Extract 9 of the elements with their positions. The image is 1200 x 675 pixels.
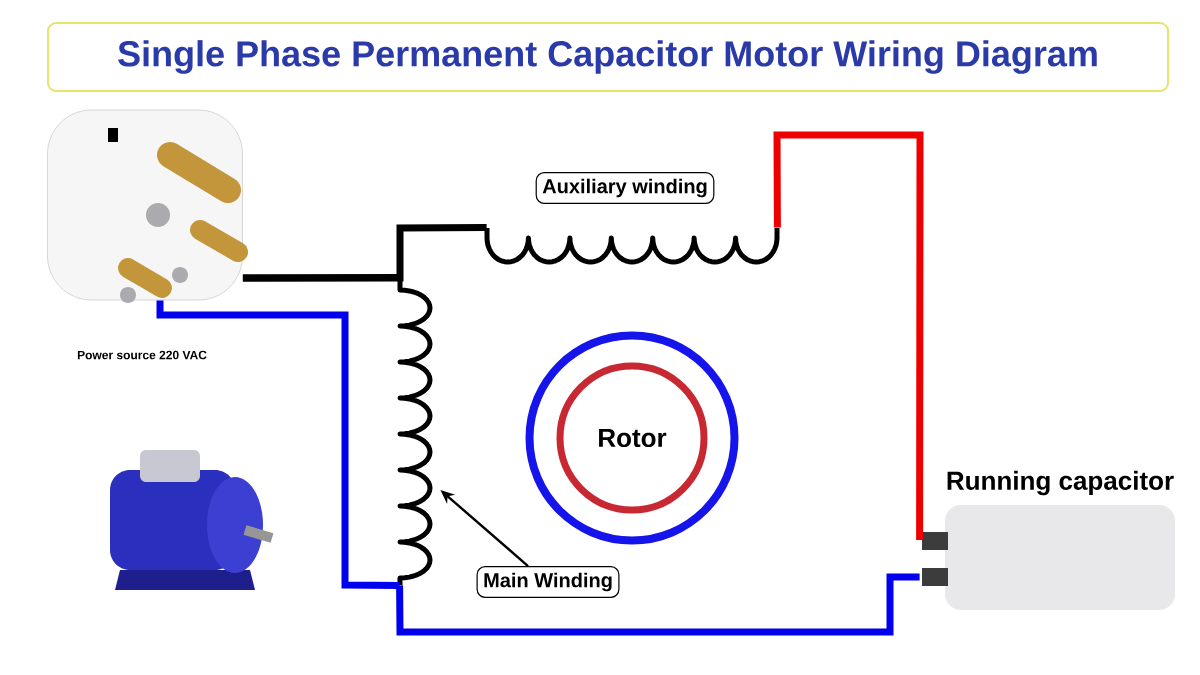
coil [484,228,780,265]
title-box: Single Phase Permanent Capacitor Motor Wiring Diagram [47,22,1169,92]
heading: Running capacitor [947,470,1174,496]
node-label: Power source 220 VAC [77,350,207,360]
label-box: Main Winding [476,566,620,598]
wire [242,224,487,282]
label-box: Auxiliary winding [535,172,715,204]
wire [242,274,400,282]
rotor-drawing: Rotor [525,331,739,545]
